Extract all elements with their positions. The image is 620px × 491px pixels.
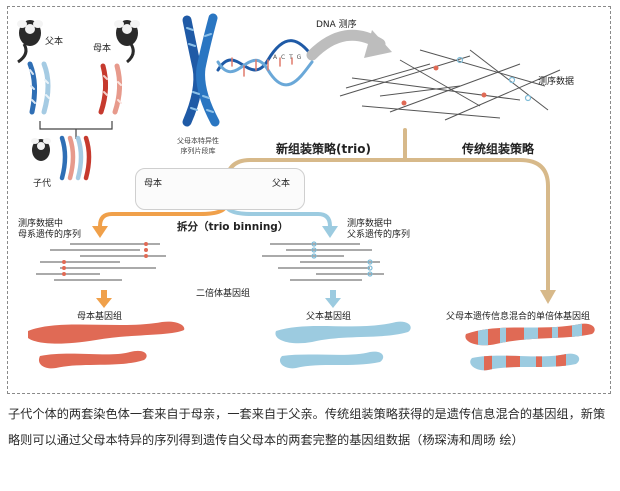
traditional-arrowhead — [540, 290, 556, 304]
paternal-read-markers — [311, 241, 373, 277]
paternal-down-arrow — [325, 290, 341, 308]
sequencing-arrow — [306, 29, 392, 61]
legend-father-label: 父本 — [272, 179, 291, 189]
inheritance-bracket — [39, 121, 113, 139]
paternal-reads-label: 测序数据中 父系遗传的序列 — [347, 219, 411, 240]
mother-monkey-icon — [114, 20, 140, 64]
read-markers — [401, 56, 532, 106]
father-chromosomes — [27, 61, 51, 115]
maternal-down-arrow — [96, 290, 112, 308]
legend-mother-label: 母本 — [144, 179, 163, 189]
sequencing-data-label: 测序数据 — [538, 77, 575, 87]
new-strategy-label: 新组装策略(trio) — [276, 142, 371, 156]
maternal-reads-label: 测序数据中 母系遗传的序列 — [18, 219, 82, 240]
father-monkey-icon — [17, 20, 43, 64]
maternal-genome-chromosomes — [28, 321, 185, 369]
diploid-genome-label: 二倍体基因组 — [196, 289, 251, 299]
acgt-label: A C T G — [273, 54, 303, 61]
figure-caption: 子代个体的两套染色体一套来自于母亲，一套来自于父亲。传统组装策略获得的是遗传信息… — [8, 407, 606, 447]
maternal-read-stack — [36, 243, 166, 281]
paternal-arrowhead — [322, 226, 338, 238]
sequencing-reads-cloud — [339, 49, 561, 121]
offspring-label: 子代 — [33, 179, 52, 189]
paternal-genome-label: 父本基因组 — [306, 312, 352, 322]
maternal-read-markers — [62, 242, 148, 276]
paternal-read-stack — [262, 243, 384, 281]
offspring-chromosomes — [59, 135, 92, 181]
parent-specific-library-label: 父母本特异性 序列片段库 — [177, 137, 219, 155]
paternal-genome-chromosomes — [275, 321, 411, 369]
parent-specific-legend-box — [135, 168, 305, 210]
maternal-genome-label: 母本基因组 — [77, 312, 123, 322]
mixed-haploid-chromosomes — [465, 323, 595, 371]
figure-frame — [7, 6, 611, 394]
dna-sequencing-label: DNA 测序 — [316, 20, 357, 30]
traditional-strategy-label: 传统组装策略 — [462, 142, 535, 156]
mixed-haploid-genome-label: 父母本遗传信息混合的单倍体基因组 — [446, 312, 591, 322]
mother-chromosomes — [98, 63, 123, 115]
mother-label: 母本 — [93, 44, 112, 54]
offspring-monkey-icon — [31, 138, 51, 161]
dna-double-helix — [216, 39, 314, 87]
diagram — [17, 13, 595, 371]
trio-binning-label: 拆分（trio binning） — [177, 221, 289, 233]
father-label: 父本 — [45, 37, 64, 47]
maternal-arrowhead — [92, 226, 108, 238]
dna-chromosome-icon — [182, 13, 220, 127]
